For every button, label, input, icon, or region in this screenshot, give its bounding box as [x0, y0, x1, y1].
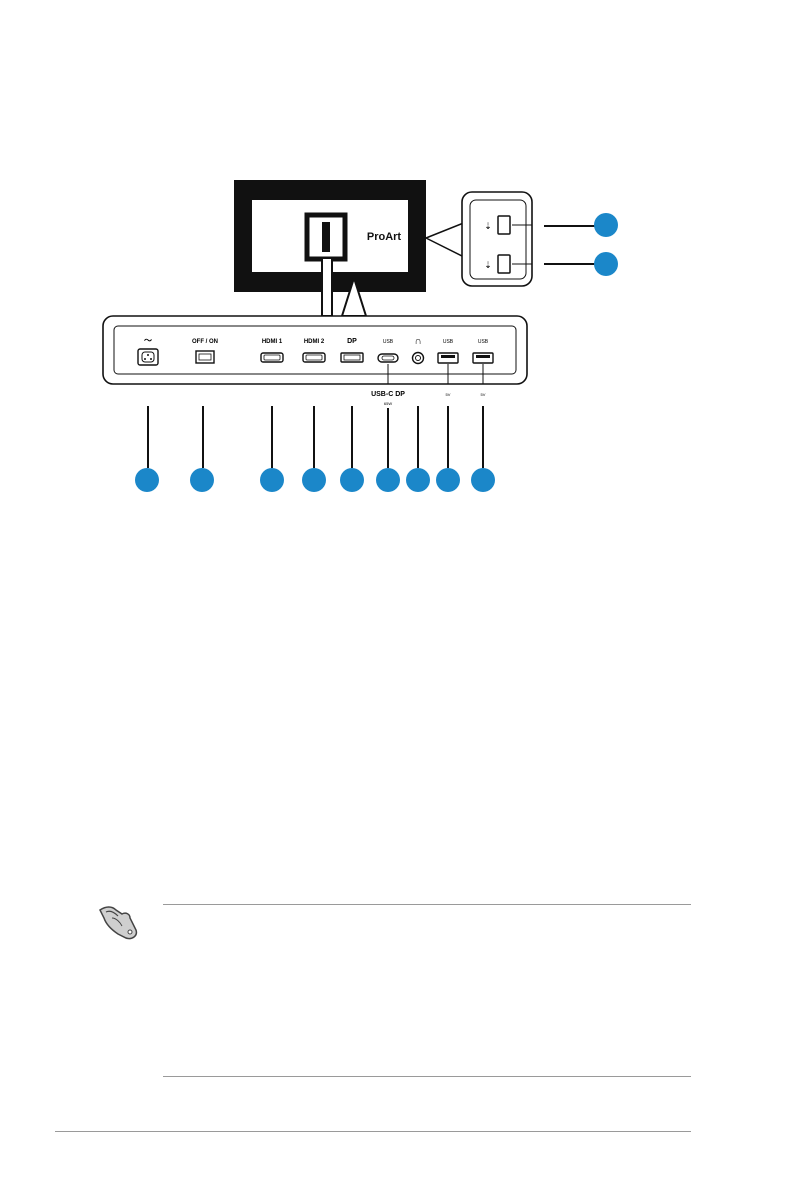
- note-top-rule: [163, 904, 691, 905]
- usbc-port: [377, 353, 399, 363]
- usb3-subnote: 5V: [446, 392, 451, 397]
- stand-neck: [321, 257, 333, 317]
- audio-jack: [411, 351, 425, 365]
- usbc-sublabel: USB-C DP: [371, 391, 405, 398]
- label-usb3: USB: [443, 339, 454, 345]
- callout-5: [340, 468, 364, 492]
- usbc-subnote: 65W: [384, 401, 392, 406]
- usb4-subnote: 5V: [481, 392, 486, 397]
- callout-1: [135, 468, 159, 492]
- callout-9: [471, 468, 495, 492]
- side-usb-port-2: ⇣: [484, 254, 532, 274]
- callout-7: [406, 468, 430, 492]
- usb4-port: [472, 352, 494, 364]
- label-dp: DP: [347, 338, 357, 345]
- callout-2: [190, 468, 214, 492]
- label-usb4: USB: [478, 339, 489, 345]
- ac-switch: [195, 350, 215, 364]
- note-hand-icon: [99, 906, 138, 940]
- callout-8: [436, 468, 460, 492]
- label-power: 〜: [144, 336, 152, 345]
- note-bottom-rule: [163, 1076, 691, 1077]
- power-port: [137, 348, 159, 366]
- svg-text:⇣: ⇣: [484, 221, 492, 231]
- dp-port: [340, 352, 364, 363]
- label-usbc: USB: [383, 339, 394, 345]
- monitor-logo: ProArt: [367, 231, 402, 243]
- callout-3: [260, 468, 284, 492]
- usb3-port: [437, 352, 459, 364]
- callout-6: [376, 468, 400, 492]
- label-ac-switch: OFF / ON: [192, 339, 218, 345]
- label-hdmi1: HDMI 1: [262, 339, 283, 345]
- rear-port-panel: [102, 315, 528, 385]
- side-usb-port-1: ⇣: [484, 215, 532, 235]
- callout-4: [302, 468, 326, 492]
- side-callout-2: [594, 252, 618, 276]
- hdmi1-port: [260, 352, 284, 363]
- label-audio: ∩: [414, 336, 421, 347]
- label-hdmi2: HDMI 2: [304, 339, 325, 345]
- footer-rule: [55, 1131, 691, 1132]
- rear-panel-diagram: ProArt ⇣ ⇣ 〜 OFF / ON HDMI 1 HDMI 2 DP U…: [102, 180, 618, 492]
- side-usb-panel: [461, 191, 533, 287]
- side-callout-1: [594, 213, 618, 237]
- hdmi2-port: [302, 352, 326, 363]
- svg-text:⇣: ⇣: [484, 260, 492, 270]
